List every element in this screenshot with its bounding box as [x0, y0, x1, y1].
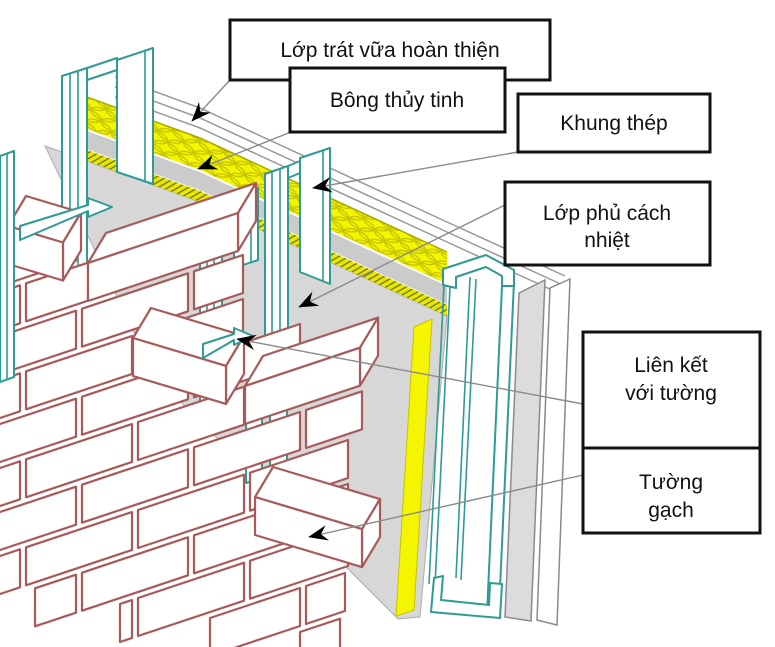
brick [208, 586, 302, 647]
leader-steel-frame [312, 151, 519, 193]
brick [80, 448, 190, 524]
finish-plaster-edge-panels [504, 277, 571, 626]
label-brick-wall: Tường gạch [581, 446, 762, 535]
brick [136, 473, 246, 550]
brick [243, 346, 362, 426]
label-wall-tie: Liên kết với tường [581, 330, 762, 450]
brick [304, 571, 347, 626]
steel-stud-right-profile [428, 254, 515, 619]
label-brick-wall-line2: gạch [648, 499, 694, 522]
label-insulation-cover-line1: Lớp phủ cách [543, 202, 671, 225]
brick [0, 397, 78, 464]
label-glass-wool: Bông thủy tinh [288, 66, 507, 134]
brick [192, 410, 302, 487]
label-wall-tie-line1: Liên kết [634, 354, 708, 377]
brick [131, 336, 228, 405]
brick [298, 617, 342, 647]
label-insulation-cover: Lớp phủ cách nhiệt [503, 180, 712, 267]
glass-wool-edge-strip [395, 318, 433, 617]
brick [86, 211, 240, 303]
leader-brick-wall [308, 474, 584, 541]
brick [33, 573, 78, 628]
leader-wall-tie [236, 334, 584, 405]
label-wall-tie-line2: với tường [625, 382, 717, 405]
label-insulation-cover-line2: nhiệt [584, 229, 630, 252]
assembly-right-edge [395, 254, 515, 619]
steel-stud-left-edge [0, 150, 15, 383]
label-steel-frame-text: Khung thép [560, 112, 667, 135]
leader-glass-wool [197, 131, 292, 170]
brick [80, 536, 190, 612]
brick [24, 422, 134, 499]
brick [24, 510, 134, 587]
leader-lines [191, 79, 584, 541]
brick [0, 485, 78, 552]
label-steel-frame: Khung thép [516, 92, 712, 154]
leader-insulation-cover [298, 204, 506, 308]
label-brick-wall-line1: Tường [639, 471, 703, 494]
brick [0, 460, 22, 508]
brick [192, 253, 245, 311]
brick [0, 548, 22, 596]
label-finish-plaster-text: Lớp trát vữa hoàn thiện [280, 39, 499, 62]
label-glass-wool-text: Bông thủy tinh [330, 89, 464, 112]
labels: Lớp trát vữa hoàn thiện Bông thủy tinh K… [228, 18, 762, 535]
brick [80, 272, 190, 348]
wall-tie-bracket-top [19, 197, 113, 241]
brick [118, 598, 134, 644]
brick [0, 309, 78, 376]
wool-hatched-strip [62, 141, 447, 316]
leader-finish-plaster [191, 79, 231, 122]
brick [304, 390, 364, 450]
brick [136, 561, 246, 638]
